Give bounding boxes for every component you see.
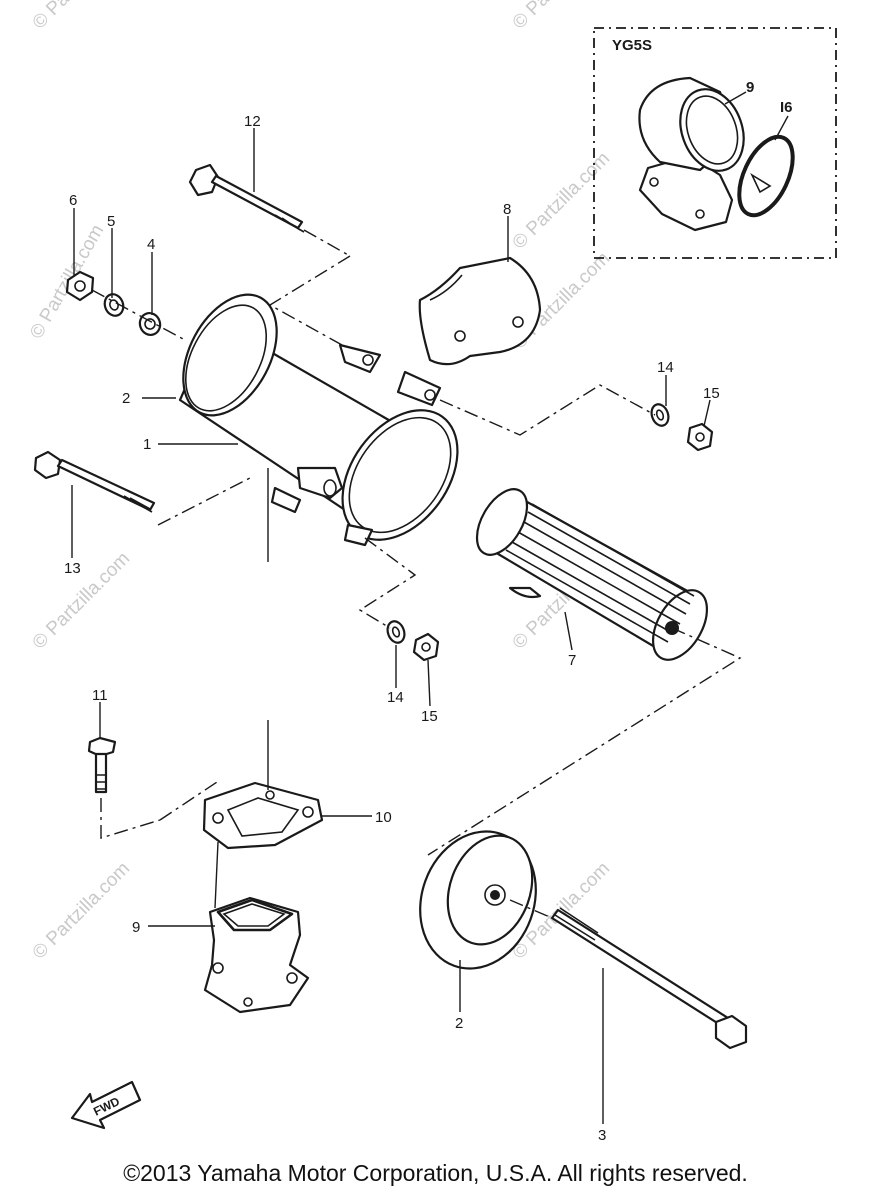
callout-4: 4 [147,236,155,253]
nut-6 [65,270,95,302]
inset-ring-clip [737,134,795,218]
callout-11: 11 [92,687,108,704]
gasket-10 [202,781,324,850]
copyright-notice: ©2013 Yamaha Motor Corporation, U.S.A. A… [123,1160,748,1186]
callout-12: 12 [244,113,261,130]
bolt-12 [188,163,361,356]
washer-14-right [650,403,670,427]
callout-2-upper: 2 [122,390,130,407]
callout-8: 8 [503,201,511,218]
muffler-body-1 [178,293,459,547]
washer-14-lower [386,620,406,644]
washer-5 [103,293,125,317]
watermark-8: © Partzilla.com [29,0,134,34]
washer-4 [138,312,162,336]
callouts: 12 6 5 4 8 2 1 14 15 13 7 14 15 11 10 9 … [64,113,720,1144]
callout-15-right: 15 [703,385,720,402]
callout-1: 1 [143,436,151,453]
bolt-13 [33,450,251,526]
callout-15-lower: 15 [421,708,438,725]
callout-7: 7 [568,652,576,669]
inset-border [593,27,837,259]
watermark-7: © Partzilla.com [509,148,614,253]
callout-14-lower: 14 [387,689,404,706]
silencer-element-7 [475,488,709,661]
inset-model-label: YG5S [612,37,652,54]
bolt-11 [87,736,117,794]
callout-3: 3 [598,1127,606,1144]
through-bolt-3 [550,907,748,1050]
end-cap-2-lower [419,830,537,970]
heat-shield-8 [418,256,542,366]
callout-14-right: 14 [657,359,674,376]
callout-16-inset: I6 [780,99,793,116]
watermark-5: © Partzilla.com [29,858,134,963]
manifold-9 [203,896,310,1014]
callout-9: 9 [132,919,140,936]
callout-13: 13 [64,560,81,577]
watermark-3: © Partzilla.com [29,548,134,653]
inset-elbow-part [638,76,745,232]
inset-yg5s: YG5S 9 I6 [593,27,837,259]
nut-15-right [686,422,714,452]
nut-15-lower [412,632,440,662]
leader-lines [71,128,711,1124]
callout-2-lower: 2 [455,1015,463,1032]
fwd-arrow-icon: FWD [70,1080,142,1130]
callout-9-inset: 9 [746,79,754,96]
callout-10: 10 [375,809,392,826]
callout-5: 5 [107,213,115,230]
callout-6: 6 [69,192,77,209]
